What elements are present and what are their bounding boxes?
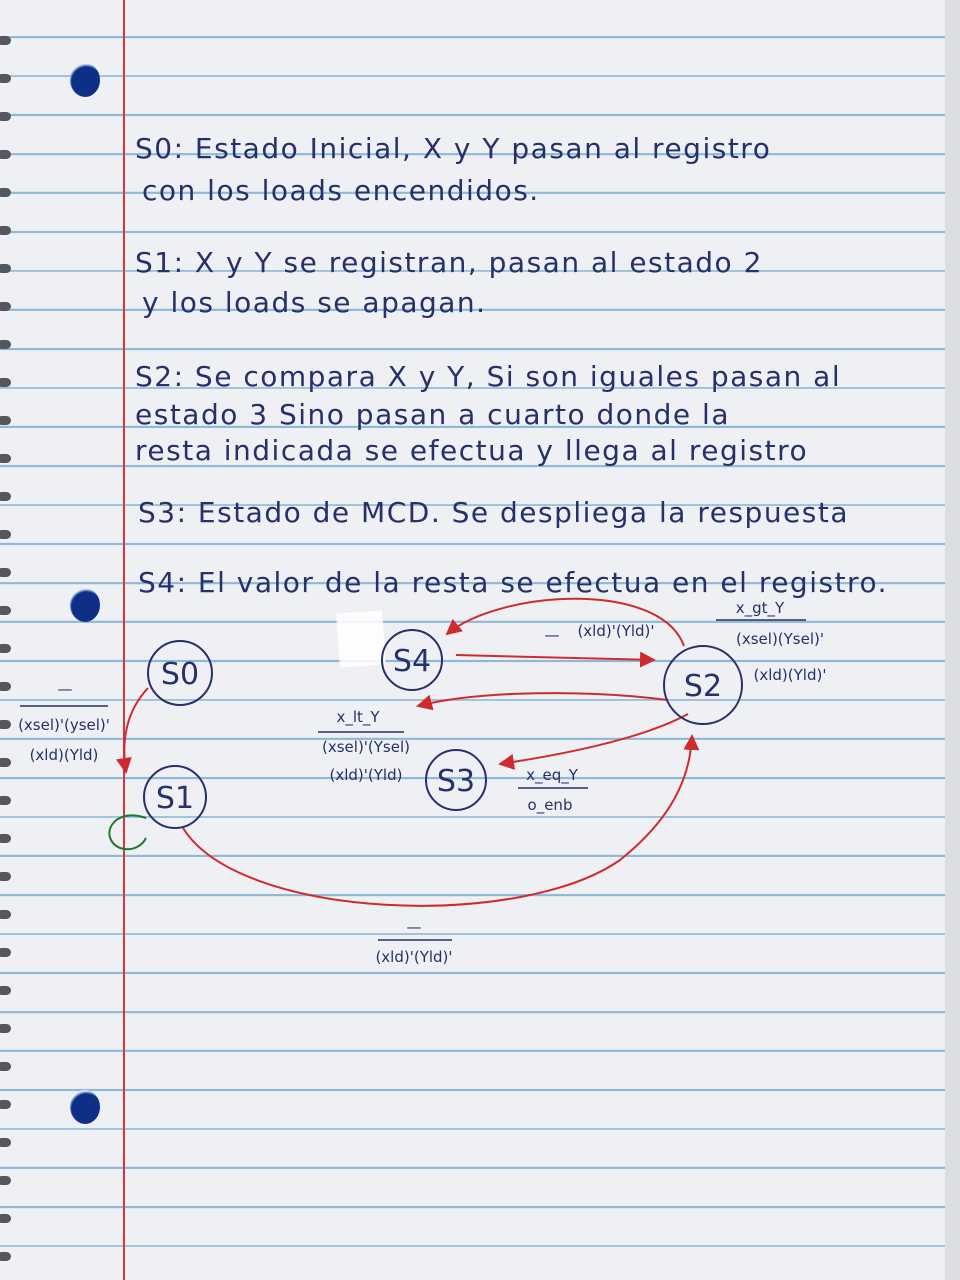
note-s2-line-3: resta indicada se efectua y llega al reg…: [135, 434, 809, 467]
note-s4-line-1: S4: El valor de la resta se efectua en e…: [138, 566, 888, 599]
svg-text:—: —: [545, 626, 560, 644]
margin-line: [123, 0, 125, 1280]
punch-hole-top: [70, 63, 100, 97]
edge-s2-s4-bottom: [416, 692, 669, 711]
label-s4-s2: — (xld)'(Yld)': [545, 622, 655, 644]
state-s2-label: S2: [684, 669, 722, 704]
svg-text:(xsel)'(Ysel): (xsel)'(Ysel): [322, 738, 410, 756]
note-s0-line-2: con los loads encendidos.: [142, 174, 540, 207]
svg-text:(xld)'(Yld)': (xld)'(Yld)': [375, 948, 452, 966]
svg-text:(xld)(Yld): (xld)(Yld): [30, 746, 99, 764]
state-diagram: S0 S1 S4 S2 S3 — (xsel)'(ysel)' (xld)(Yl…: [18, 597, 826, 966]
edge-s4-s2: [455, 651, 656, 668]
edge-s1-s2: [182, 734, 700, 907]
svg-text:—: —: [58, 680, 73, 698]
state-s0: S0: [147, 640, 213, 706]
note-s0-line-1: S0: Estado Inicial, X y Y pasan al regis…: [135, 132, 772, 165]
label-s2-s4-lt: x_lt_Y (xsel)'(Ysel) (xld)'(Yld): [318, 708, 410, 784]
svg-text:(xld)(Yld)': (xld)(Yld)': [754, 666, 827, 684]
state-s1-label: S1: [156, 781, 194, 816]
label-s2-s4: x_gt_Y (xsel)(Ysel)' (xld)(Yld)': [716, 599, 826, 684]
state-s4: S4: [381, 629, 443, 691]
punch-hole-bottom: [70, 1090, 100, 1124]
svg-text:(xsel)'(ysel)': (xsel)'(ysel)': [18, 716, 110, 734]
state-s1: S1: [143, 765, 207, 829]
svg-text:o_enb: o_enb: [528, 796, 573, 815]
label-s1-s2: — (xld)'(Yld)': [375, 918, 452, 966]
note-s3-line-1: S3: Estado de MCD. Se despliega la respu…: [138, 496, 850, 529]
svg-text:(xld)'(Yld)': (xld)'(Yld)': [577, 622, 654, 640]
state-s0-label: S0: [161, 657, 199, 692]
label-s2-s3: x_eq_Y o_enb: [518, 766, 588, 815]
state-s3: S3: [425, 749, 487, 811]
state-s4-label: S4: [393, 644, 431, 679]
svg-text:(xsel)(Ysel)': (xsel)(Ysel)': [736, 630, 824, 648]
edge-s2-s3: [498, 713, 689, 770]
svg-text:—: —: [407, 918, 422, 936]
note-s2-line-1: S2: Se compara X y Y, Si son iguales pas…: [135, 360, 842, 393]
svg-text:x_gt_Y: x_gt_Y: [736, 599, 785, 618]
edge-s2-s4-top: [445, 597, 685, 647]
punch-hole-middle: [70, 588, 100, 622]
note-s1-line-1: S1: X y Y se registran, pasan al estado …: [135, 246, 763, 279]
label-s0-s1: — (xsel)'(ysel)' (xld)(Yld): [18, 680, 110, 764]
state-s3-label: S3: [437, 764, 475, 799]
self-loop-s1: [108, 814, 147, 851]
note-s1-line-2: y los loads se apagan.: [142, 286, 487, 319]
svg-text:x_eq_Y: x_eq_Y: [526, 766, 579, 785]
svg-text:(xld)'(Yld): (xld)'(Yld): [330, 766, 403, 784]
edge-s0-s1: [115, 687, 149, 774]
note-s2-line-2: estado 3 Sino pasan a cuarto donde la: [135, 398, 730, 431]
state-s2: S2: [663, 645, 743, 725]
svg-text:x_lt_Y: x_lt_Y: [336, 708, 380, 727]
